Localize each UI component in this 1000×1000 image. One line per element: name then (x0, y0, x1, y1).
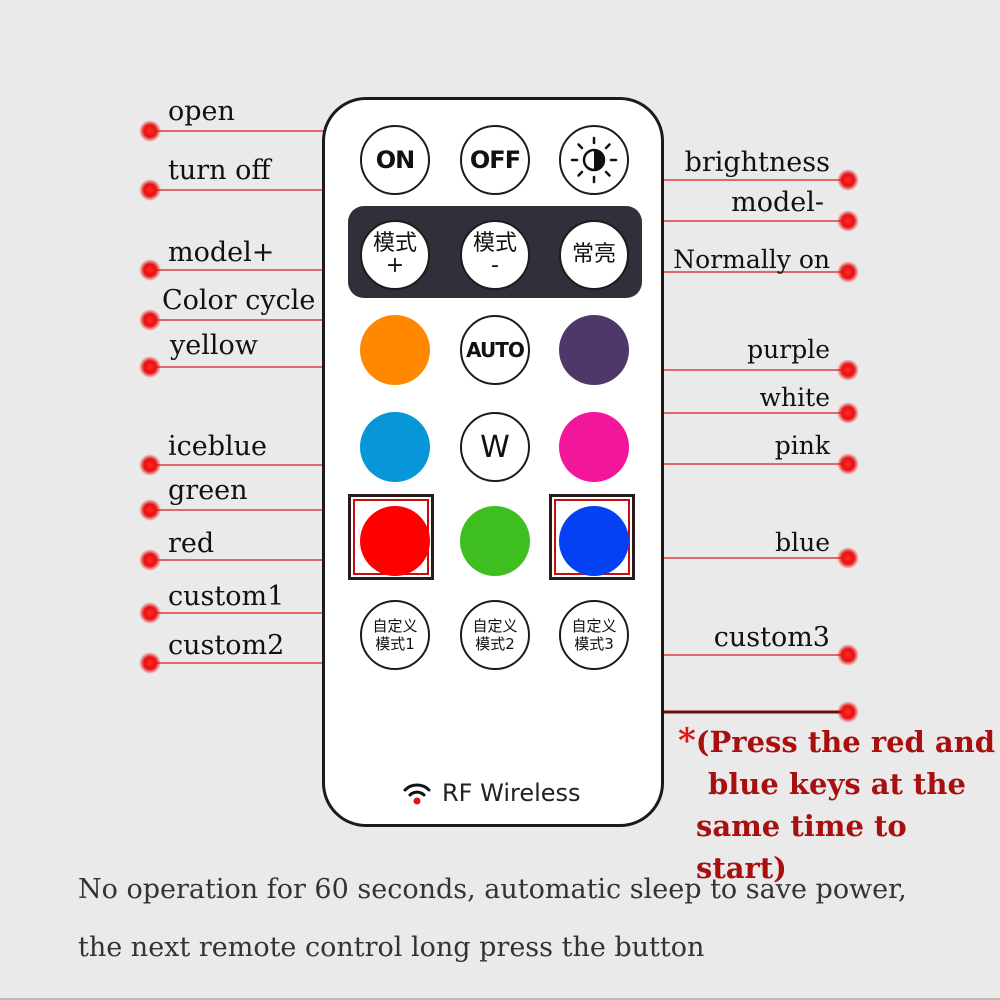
label-red: red (168, 528, 215, 559)
red-button[interactable] (360, 506, 430, 576)
note-line2: blue keys at the (708, 767, 966, 801)
brightness-icon (570, 136, 618, 184)
pink-button[interactable] (559, 412, 629, 482)
label-white: white (759, 383, 830, 412)
iceblue-button[interactable] (360, 412, 430, 482)
always-on-label: 常亮 (571, 242, 616, 267)
label-model-minus: model- (731, 187, 824, 218)
on-button-label: ON (375, 146, 415, 174)
yellow-button[interactable] (360, 315, 430, 385)
label-iceblue: iceblue (168, 431, 268, 462)
auto-button[interactable]: AUTO (460, 315, 530, 385)
custom1-bottom: 模式1 (375, 635, 415, 653)
custom1-button[interactable]: 自定义 模式1 (360, 600, 430, 670)
start-note: *(Press the red and blue keys at the sam… (678, 720, 1000, 889)
rf-wireless-text: RF Wireless (442, 779, 581, 807)
note-line3: same time to start) (696, 809, 907, 885)
green-button[interactable] (460, 506, 530, 576)
rf-wireless-label: RF Wireless (402, 779, 581, 807)
purple-button[interactable] (559, 315, 629, 385)
label-custom2: custom2 (168, 630, 285, 661)
label-turn-off: turn off (168, 155, 271, 186)
mode-minus-bottom: - (491, 253, 499, 278)
brightness-button[interactable] (559, 125, 629, 195)
note-asterisk: * (678, 721, 696, 761)
custom1-top: 自定义 (372, 617, 418, 635)
label-custom1: custom1 (168, 581, 285, 612)
custom2-bottom: 模式2 (475, 635, 515, 653)
label-pink: pink (774, 431, 830, 460)
label-purple: purple (747, 335, 830, 364)
off-button[interactable]: OFF (460, 125, 530, 195)
footer-line2: the next remote control long press the b… (78, 932, 705, 963)
mode-plus-bottom: + (385, 253, 405, 278)
white-button-label: W (480, 429, 510, 465)
mode-plus-top: 模式 (372, 231, 417, 256)
blue-button[interactable] (559, 506, 629, 576)
white-button[interactable]: W (460, 412, 530, 482)
wifi-signal-icon (403, 783, 431, 805)
label-yellow: yellow (170, 330, 258, 361)
custom3-button[interactable]: 自定义 模式3 (559, 600, 629, 670)
label-custom3: custom3 (713, 622, 830, 653)
mode-minus-top: 模式 (472, 231, 517, 256)
custom2-button[interactable]: 自定义 模式2 (460, 600, 530, 670)
label-blue: blue (775, 528, 830, 557)
label-open: open (168, 96, 235, 127)
mode-plus-button[interactable]: 模式 + (360, 220, 430, 290)
custom2-top: 自定义 (472, 617, 518, 635)
custom3-bottom: 模式3 (574, 635, 614, 653)
label-model-plus: model+ (168, 237, 275, 268)
mode-minus-button[interactable]: 模式 - (460, 220, 530, 290)
off-button-label: OFF (469, 146, 521, 174)
bottom-divider (0, 998, 1000, 1000)
custom3-top: 自定义 (571, 617, 617, 635)
label-brightness: brightness (684, 147, 830, 178)
label-color-cycle: Color cycle (162, 285, 316, 316)
label-normally-on: Normally on (673, 245, 830, 274)
footer-line1: No operation for 60 seconds, automatic s… (78, 874, 907, 905)
always-on-button[interactable]: 常亮 (559, 220, 629, 290)
auto-button-label: AUTO (466, 338, 525, 362)
on-button[interactable]: ON (360, 125, 430, 195)
label-green: green (168, 475, 248, 506)
note-line1: (Press the red and (695, 725, 996, 759)
